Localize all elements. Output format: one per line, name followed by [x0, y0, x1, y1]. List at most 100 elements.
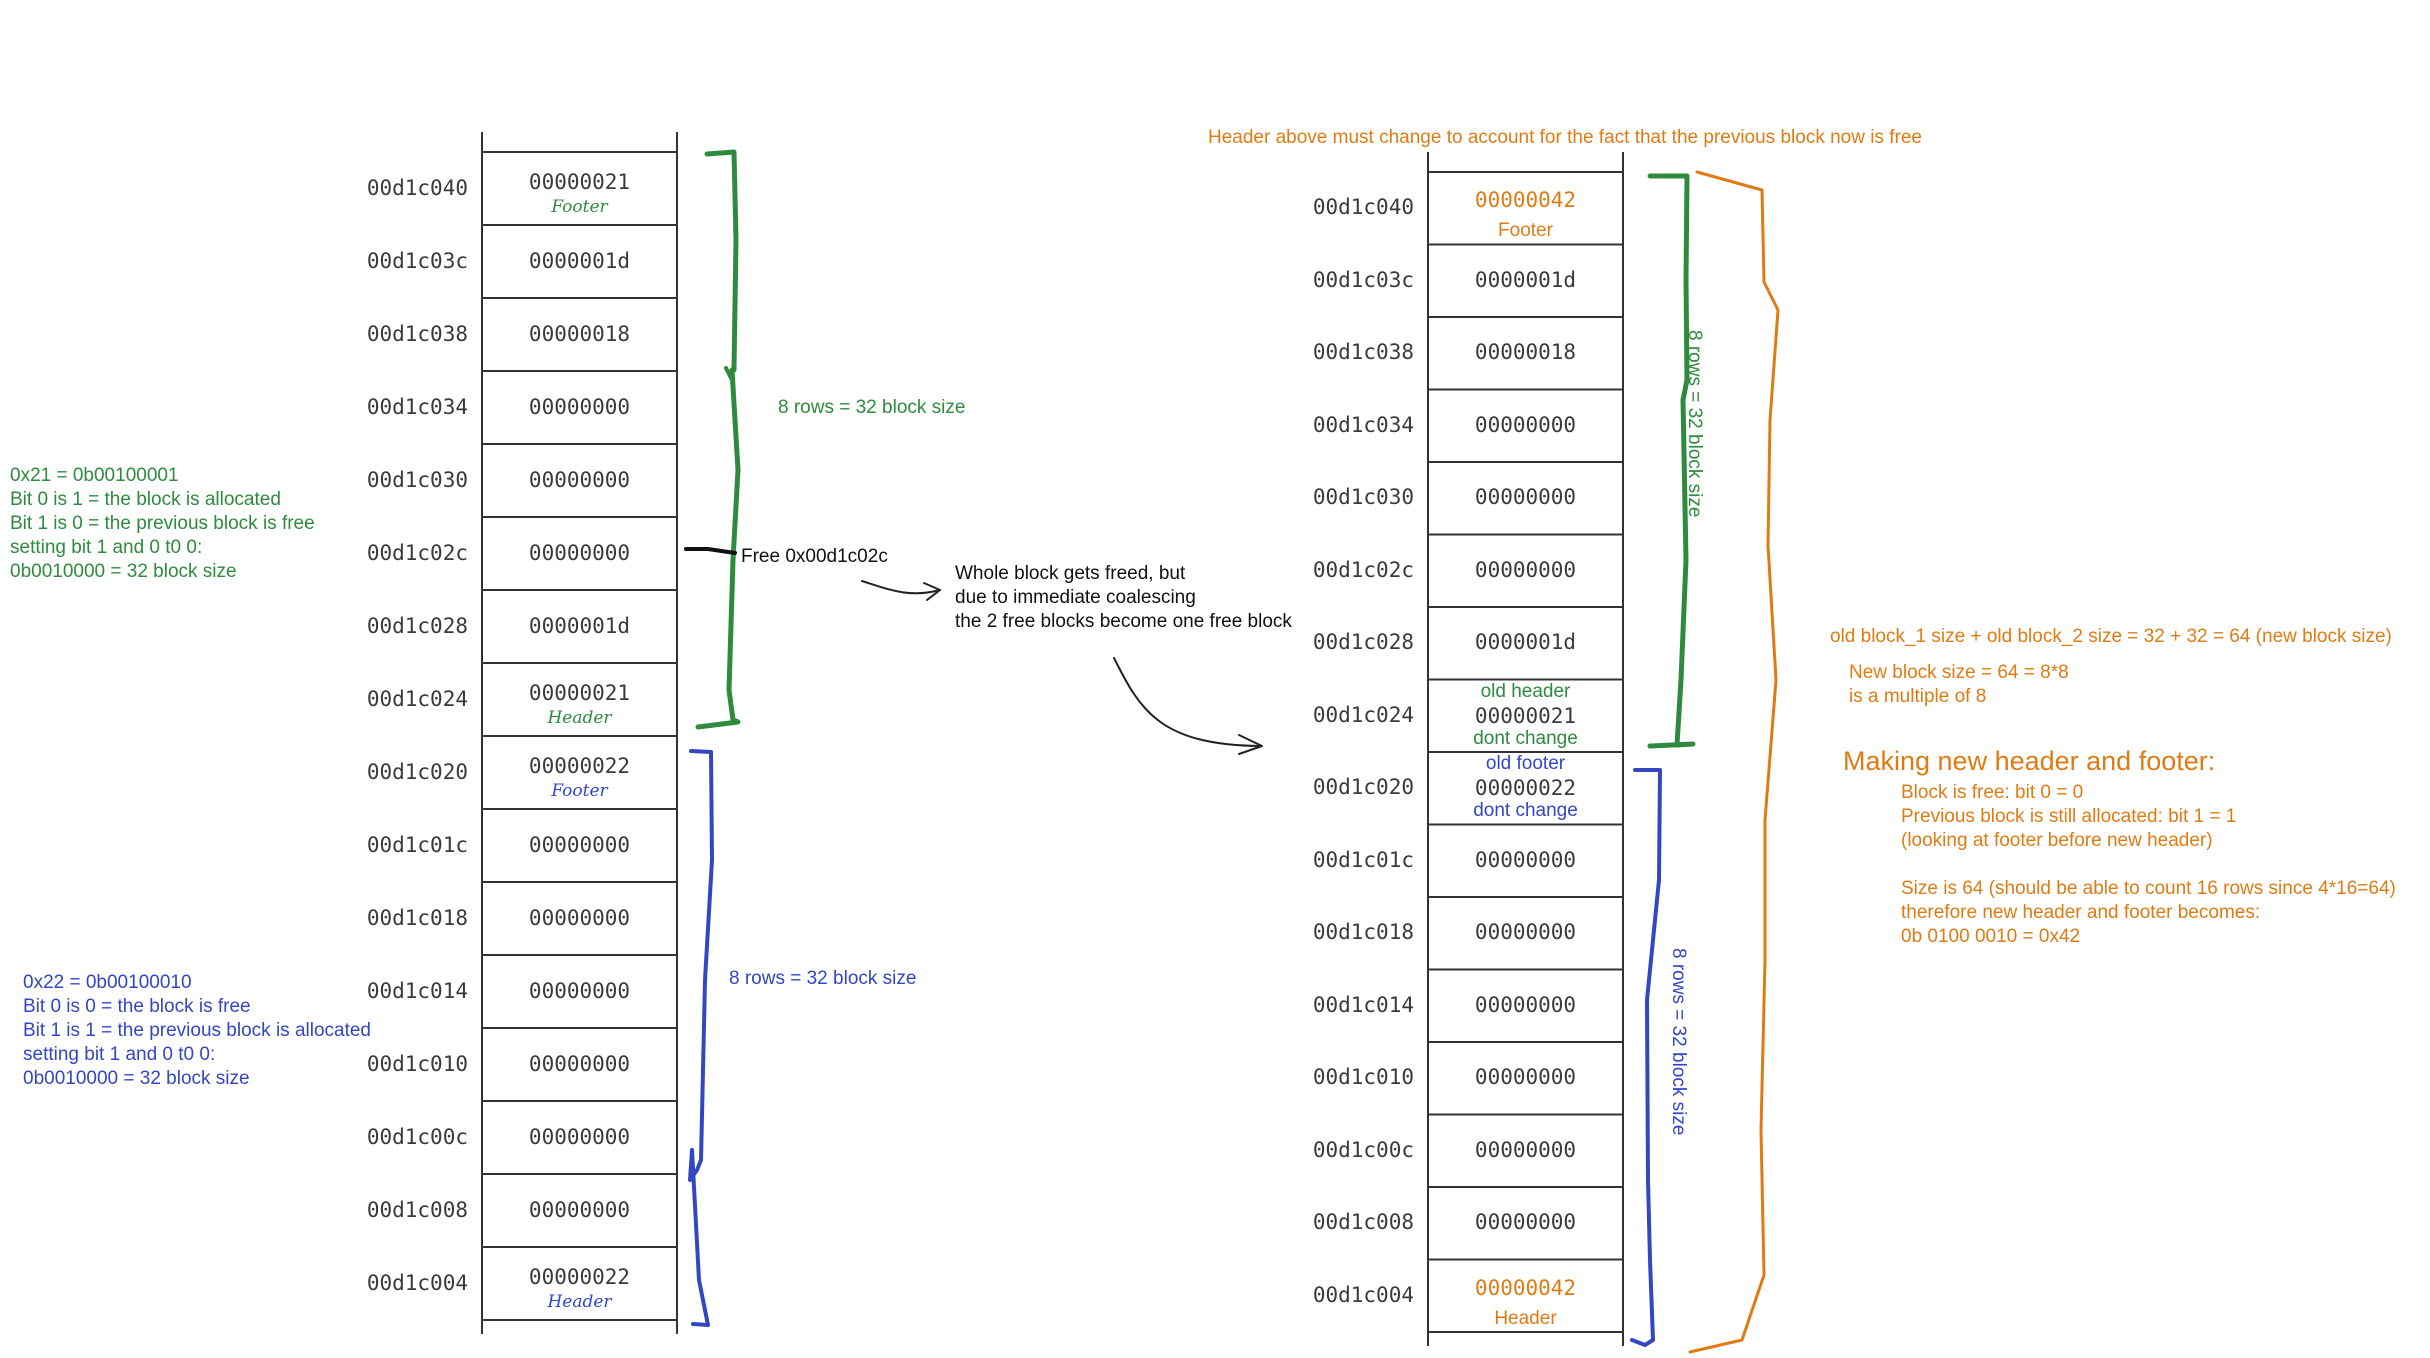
right-orange-brace — [1688, 170, 1780, 1354]
arrow-head-2 — [1238, 734, 1263, 755]
left_table-address-4: 00d1c030 — [366, 467, 468, 492]
free-label: Free 0x00d1c02c — [741, 546, 888, 567]
making-title: Making new header and footer: — [1843, 746, 2216, 776]
left_table-address-1: 00d1c03c — [366, 248, 468, 273]
brace-layer — [684, 149, 1780, 1354]
right_table-value-14: 00000000 — [1474, 1210, 1577, 1235]
left_table-address-7: 00d1c024 — [366, 686, 468, 711]
left_table-address-14: 00d1c008 — [366, 1197, 468, 1222]
right_table-address-12: 00d1c010 — [1312, 1065, 1414, 1090]
right_table-value-2: 00000018 — [1474, 340, 1577, 365]
right_table-address-3: 00d1c034 — [1312, 412, 1414, 437]
right-green-bracket — [1647, 173, 1696, 749]
right_table-value-6: 0000001d — [1474, 630, 1577, 655]
left_table-value-11: 00000000 — [528, 978, 631, 1003]
left_table-value-2: 00000018 — [528, 321, 631, 346]
right_table-address-9: 00d1c01c — [1312, 847, 1414, 872]
left_table-address-12: 00d1c010 — [366, 1051, 468, 1076]
right_table-value-15: 00000042 — [1474, 1275, 1577, 1300]
right_table-value-12: 00000000 — [1474, 1065, 1577, 1090]
right_table-value-8: 00000022 — [1474, 776, 1577, 801]
right_table-address-10: 00d1c018 — [1312, 920, 1414, 945]
free-pointer-stroke — [684, 547, 737, 555]
left_table-note-7: Header — [547, 707, 612, 728]
right_table-note-below-8: dont change — [1473, 800, 1578, 822]
blue-bits-note: 0x22 = 0b00100010 Bit 0 is 0 = the block… — [23, 972, 371, 1089]
right_table-note-below-0: Footer — [1498, 220, 1553, 242]
right_table-value-1: 0000001d — [1474, 267, 1577, 292]
left-green-bracket-tip — [724, 366, 734, 382]
right_table-note-above-7: old header — [1480, 680, 1571, 702]
right_table-address-6: 00d1c028 — [1312, 630, 1414, 655]
left_table-address-5: 00d1c02c — [366, 540, 468, 565]
multiple-note: New block size = 64 = 8*8 is a multiple … — [1849, 662, 2069, 707]
left-green-brace-label: 8 rows = 32 block size — [778, 397, 966, 418]
left_table-address-10: 00d1c018 — [366, 905, 468, 930]
arrow-head-1 — [923, 582, 941, 601]
size-sum-note: old block_1 size + old block_2 size = 32… — [1830, 626, 2392, 647]
left_table-address-2: 00d1c038 — [366, 321, 468, 346]
left_table-value-10: 00000000 — [528, 905, 631, 930]
right_table-note-below-15: Header — [1494, 1307, 1557, 1329]
left_table-value-13: 00000000 — [528, 1124, 631, 1149]
left_table-value-7: 00000021 — [528, 680, 631, 705]
left_table-value-1: 0000001d — [528, 248, 631, 273]
right_table-value-11: 00000000 — [1474, 992, 1577, 1017]
left_table-address-11: 00d1c014 — [366, 978, 468, 1003]
arrow-to-right-table — [1113, 657, 1261, 747]
left_table-address-6: 00d1c028 — [366, 613, 468, 638]
left_table-value-6: 0000001d — [528, 613, 631, 638]
right-blue-brace-label: 8 rows = 32 block size — [1668, 948, 1689, 1136]
right_table-note-above-8: old footer — [1485, 753, 1566, 775]
left_table-value-3: 00000000 — [528, 394, 631, 419]
left_table-value-0: 00000021 — [528, 169, 631, 194]
right_table-value-0: 00000042 — [1474, 188, 1577, 213]
left_table-note-0: Footer — [551, 196, 608, 217]
left_table-note-8: Footer — [551, 780, 608, 801]
left_table-value-15: 00000022 — [528, 1264, 631, 1289]
green-bits-note: 0x21 = 0b00100001 Bit 0 is 1 = the block… — [10, 465, 315, 582]
right_table-address-14: 00d1c008 — [1312, 1210, 1414, 1235]
left_table-address-3: 00d1c034 — [366, 394, 468, 419]
left-blue-brace-label: 8 rows = 32 block size — [729, 968, 917, 989]
left_table-address-9: 00d1c01c — [366, 832, 468, 857]
right-blue-bracket — [1630, 768, 1662, 1347]
left_table-address-15: 00d1c004 — [366, 1270, 468, 1295]
right_table-value-9: 00000000 — [1474, 847, 1577, 872]
right_table-address-1: 00d1c03c — [1312, 267, 1414, 292]
right_table-address-13: 00d1c00c — [1312, 1137, 1414, 1162]
left_table-value-14: 00000000 — [528, 1197, 631, 1222]
left_table-address-0: 00d1c040 — [366, 175, 468, 200]
right_table-value-7: 00000021 — [1474, 703, 1577, 728]
left-blue-bracket — [688, 749, 714, 1327]
left-green-bracket — [695, 149, 741, 730]
left_table-address-8: 00d1c020 — [366, 759, 468, 784]
right_table-value-4: 00000000 — [1474, 485, 1577, 510]
right_table-value-10: 00000000 — [1474, 920, 1577, 945]
right_table-address-5: 00d1c02c — [1312, 557, 1414, 582]
right_table-address-11: 00d1c014 — [1312, 992, 1414, 1017]
table-grid — [481, 132, 1624, 1346]
left_table-value-9: 00000000 — [528, 832, 631, 857]
right_table-address-8: 00d1c020 — [1312, 775, 1414, 800]
right_table-value-3: 00000000 — [1474, 412, 1577, 437]
right_table-address-7: 00d1c024 — [1312, 702, 1414, 727]
right_table-address-4: 00d1c030 — [1312, 485, 1414, 510]
header-change-note: Header above must change to account for … — [1208, 127, 1922, 148]
right-green-brace-label: 8 rows = 32 block size — [1684, 330, 1705, 518]
left_table-address-13: 00d1c00c — [366, 1124, 468, 1149]
left_table-value-12: 00000000 — [528, 1051, 631, 1076]
right_table-address-0: 00d1c040 — [1312, 195, 1414, 220]
right_table-address-15: 00d1c004 — [1312, 1282, 1414, 1307]
arrow-to-coalesce-note — [861, 580, 941, 595]
left_table-value-8: 00000022 — [528, 753, 631, 778]
right_table-value-13: 00000000 — [1474, 1137, 1577, 1162]
right_table-value-5: 00000000 — [1474, 557, 1577, 582]
right_table-note-below-7: dont change — [1473, 727, 1578, 749]
left_table-value-5: 00000000 — [528, 540, 631, 565]
making-body: Block is free: bit 0 = 0 Previous block … — [1901, 782, 2396, 947]
left_table-note-15: Header — [547, 1291, 612, 1312]
coalesce-note: Whole block gets freed, but due to immed… — [955, 563, 1292, 632]
left_table-value-4: 00000000 — [528, 467, 631, 492]
